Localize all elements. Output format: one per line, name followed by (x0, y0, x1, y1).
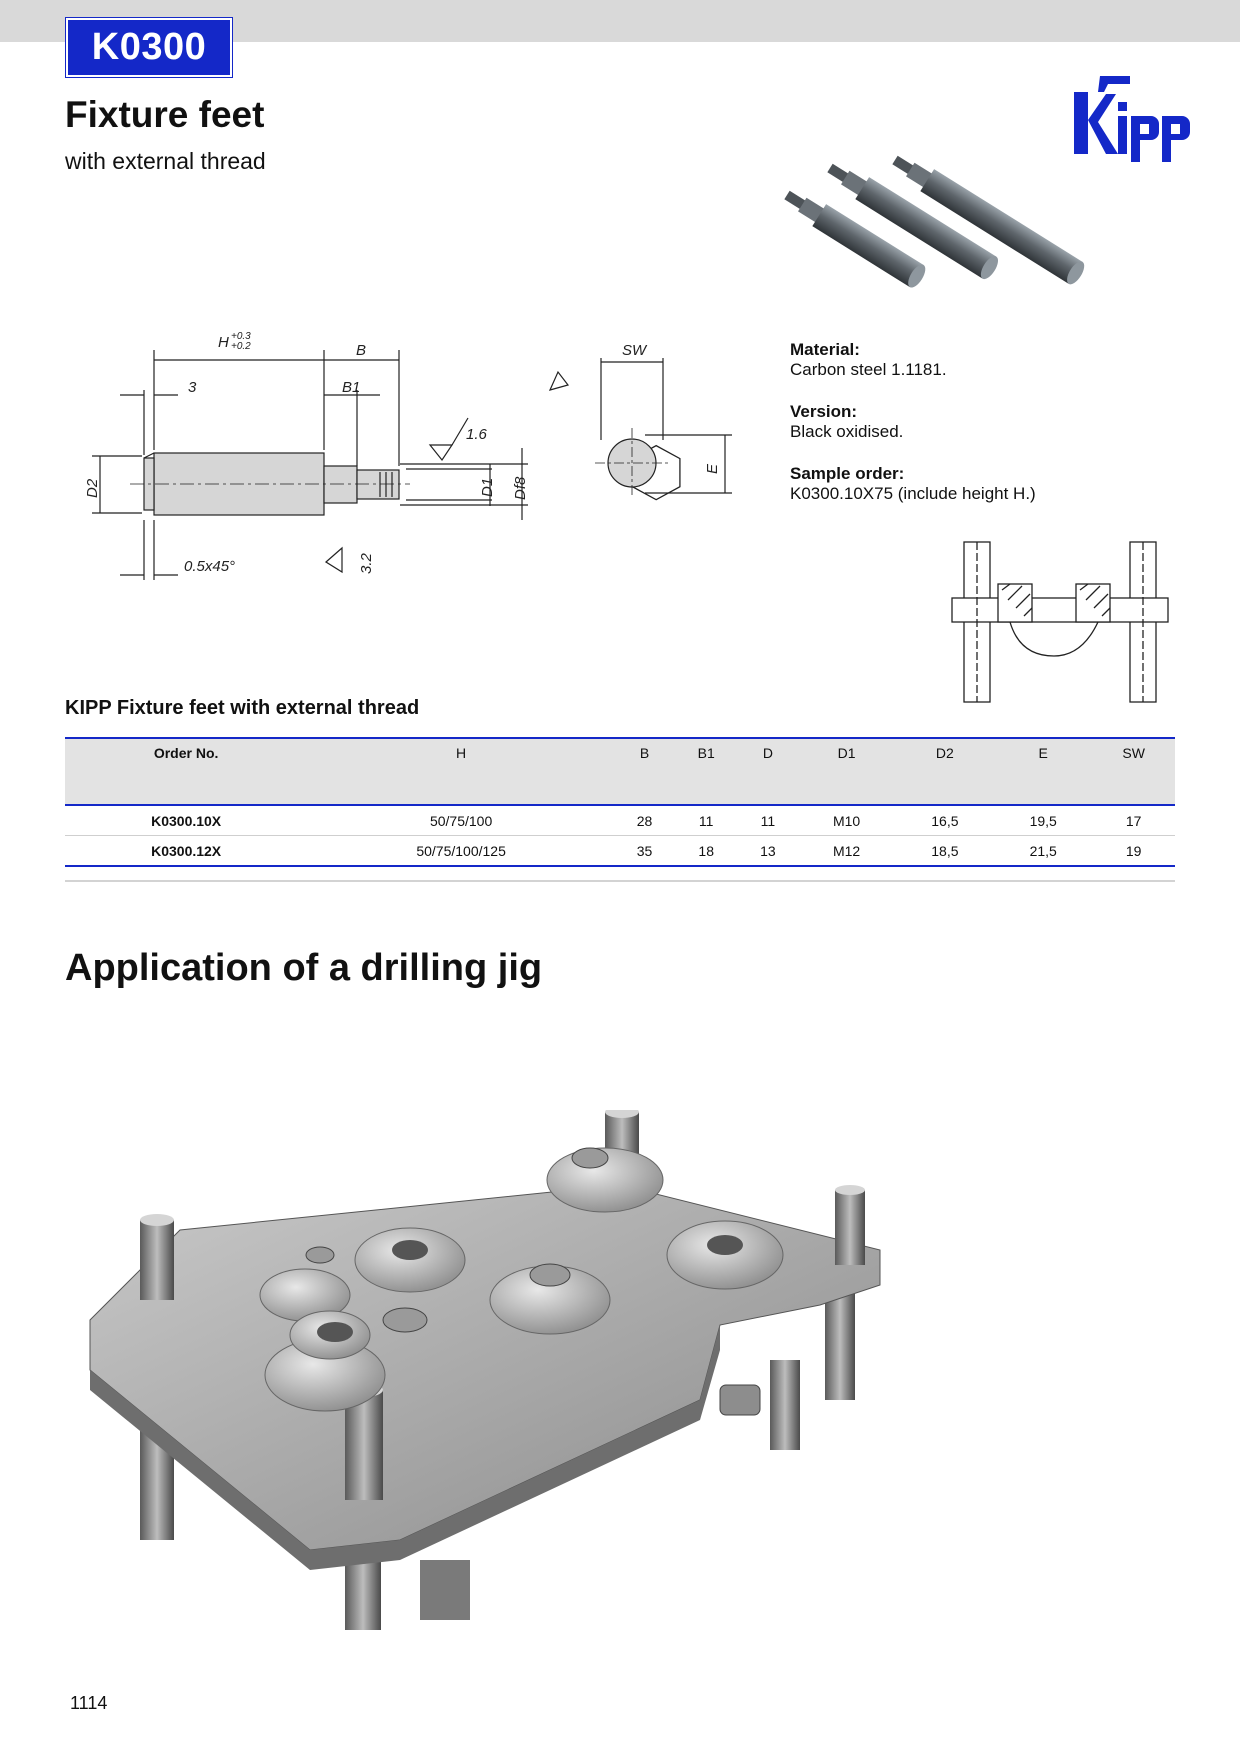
kipp-logo-icon (1074, 76, 1190, 162)
col-b: B (614, 737, 675, 806)
dim-d2-label: D2 (84, 478, 101, 498)
section-drawing (951, 541, 1169, 703)
sample-order-value: K0300.10X75 (include height H.) (790, 484, 1036, 503)
table-row: K0300.10X 50/75/100 28 11 11 M10 16,5 19… (65, 805, 1175, 836)
spec-table: Order No. H B B1 D D1 D2 E SW K0300.10X … (65, 737, 1175, 867)
cell-e: 19,5 (994, 805, 1093, 836)
col-b1: B1 (674, 737, 739, 806)
cell-b: 28 (614, 805, 675, 836)
cell-d: 13 (738, 835, 798, 867)
cell-d1: M12 (797, 835, 896, 867)
cell-sw: 19 (1092, 835, 1175, 867)
cell-order-no: K0300.10X (65, 805, 308, 836)
chamfer-label: 0.5x45° (184, 558, 235, 575)
cell-h: 50/75/100 (307, 805, 615, 836)
cell-d2: 18,5 (895, 835, 995, 867)
col-e: E (994, 737, 1093, 806)
cell-sw: 17 (1092, 805, 1175, 836)
table-title: KIPP Fixture feet with external thread (65, 697, 420, 719)
material-label: Material: (790, 340, 860, 359)
dim-df8-label: Df8 (512, 476, 529, 500)
info-block: Material: Carbon steel 1.1181. Version: … (790, 340, 1190, 526)
application-title: Application of a drilling jig (65, 947, 543, 989)
cell-h: 50/75/100/125 (307, 835, 615, 867)
dim-3-label: 3 (188, 379, 197, 396)
material-value: Carbon steel 1.1181. (790, 360, 947, 379)
col-sw: SW (1092, 737, 1175, 806)
dim-b1-label: B1 (342, 379, 360, 396)
drilling-jig-photo (89, 1110, 881, 1630)
cell-b: 35 (614, 835, 675, 867)
dim-e-label: E (704, 463, 721, 474)
version-label: Version: (790, 402, 858, 421)
cell-b1: 11 (674, 805, 739, 836)
roughness-3-2-label: 3.2 (358, 552, 375, 574)
col-h: H (307, 737, 615, 806)
table-row: K0300.12X 50/75/100/125 35 18 13 M12 18,… (65, 835, 1175, 867)
dim-h-tol-upper: +0.3 (231, 331, 251, 342)
dim-b-label: B (356, 342, 366, 359)
version-value: Black oxidised. (790, 422, 904, 441)
table-header-row: Order No. H B B1 D D1 D2 E SW (65, 737, 1175, 806)
sample-order-label: Sample order: (790, 464, 905, 483)
cell-d1: M10 (797, 805, 896, 836)
cell-b1: 18 (674, 835, 739, 867)
dim-h-tol-lower: +0.2 (231, 341, 251, 352)
page-number: 1114 (70, 1693, 108, 1713)
cell-d2: 16,5 (895, 805, 995, 836)
page-title: Fixture feet (65, 94, 265, 135)
product-photo (784, 155, 1085, 288)
dim-d1-label: D1 (479, 478, 496, 497)
dim-h-label: H (218, 334, 229, 351)
dim-sw-label: SW (622, 342, 648, 359)
product-code-badge: K0300 (66, 18, 232, 77)
cell-e: 21,5 (994, 835, 1093, 867)
page-subtitle: with external thread (65, 148, 266, 174)
col-d2: D2 (895, 737, 995, 806)
roughness-1-6-label: 1.6 (466, 426, 488, 443)
col-d1: D1 (797, 737, 896, 806)
technical-drawing: H +0.3 +0.2 B 3 B1 D2 D1 Df8 SW E 1.6 3.… (84, 331, 732, 580)
section-divider (65, 880, 1175, 882)
cell-d: 11 (738, 805, 798, 836)
col-order-no: Order No. (65, 737, 308, 806)
cell-order-no: K0300.12X (65, 835, 308, 867)
col-d: D (738, 737, 798, 806)
